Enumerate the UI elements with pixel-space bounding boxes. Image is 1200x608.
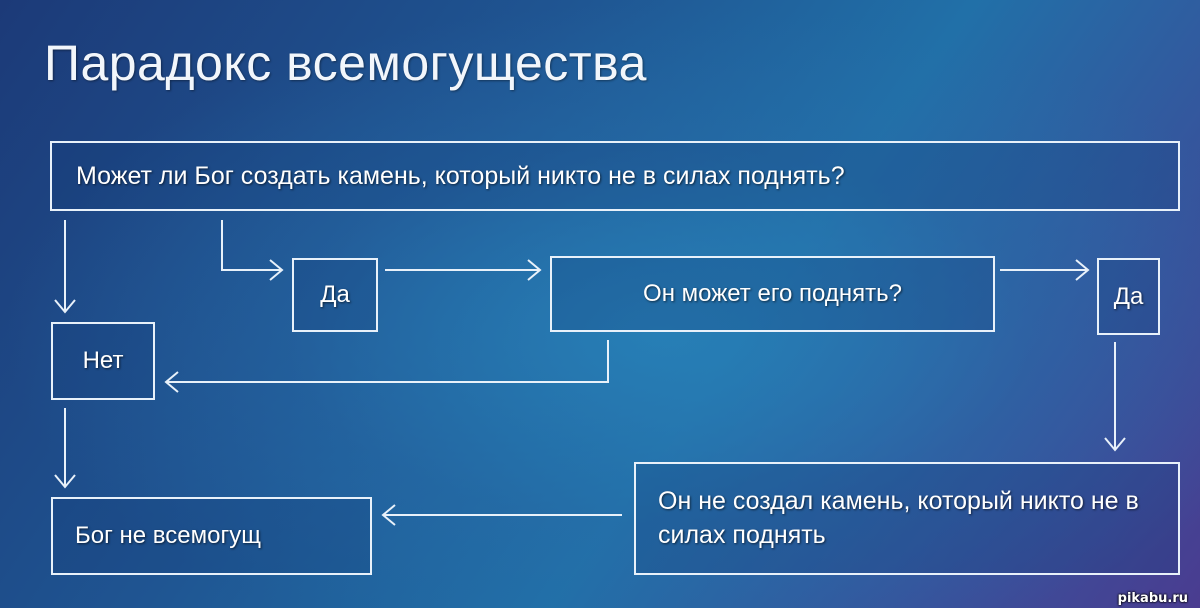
arrow-can-lift-to-yes2 xyxy=(1000,259,1090,281)
arrow-yes2-to-not-created xyxy=(1104,342,1126,452)
node-yes2-label: Да xyxy=(1113,282,1144,310)
arrow-can-lift-to-no xyxy=(164,340,609,393)
watermark: pikabu.ru xyxy=(1117,591,1188,606)
arrow-no-to-conclusion xyxy=(54,408,76,489)
node-not-created: Он не создал камень, который никто не в … xyxy=(634,462,1180,575)
node-yes1-label: Да xyxy=(320,281,350,308)
arrow-question-to-no xyxy=(54,220,76,314)
node-question-label: Может ли Бог создать камень, который ник… xyxy=(76,161,845,190)
diagram-title: Парадокс всемогущества xyxy=(44,35,647,91)
node-can-lift: Он может его поднять? xyxy=(550,256,995,332)
node-conclusion-label: Бог не всемогущ xyxy=(75,522,261,549)
arrow-yes1-to-can-lift xyxy=(385,259,542,281)
arrow-not-created-to-conclusion xyxy=(381,504,622,526)
node-conclusion: Бог не всемогущ xyxy=(51,497,372,575)
node-question: Может ли Бог создать камень, который ник… xyxy=(50,141,1180,211)
arrow-question-to-yes1 xyxy=(221,220,284,281)
node-can-lift-label: Он может его поднять? xyxy=(643,280,902,307)
node-no-label: Нет xyxy=(82,347,124,374)
node-yes1: Да xyxy=(292,258,378,332)
node-not-created-label: Он не создал камень, который никто не в … xyxy=(658,486,1139,549)
node-yes2: Да xyxy=(1097,258,1160,335)
node-no: Нет xyxy=(51,322,155,400)
